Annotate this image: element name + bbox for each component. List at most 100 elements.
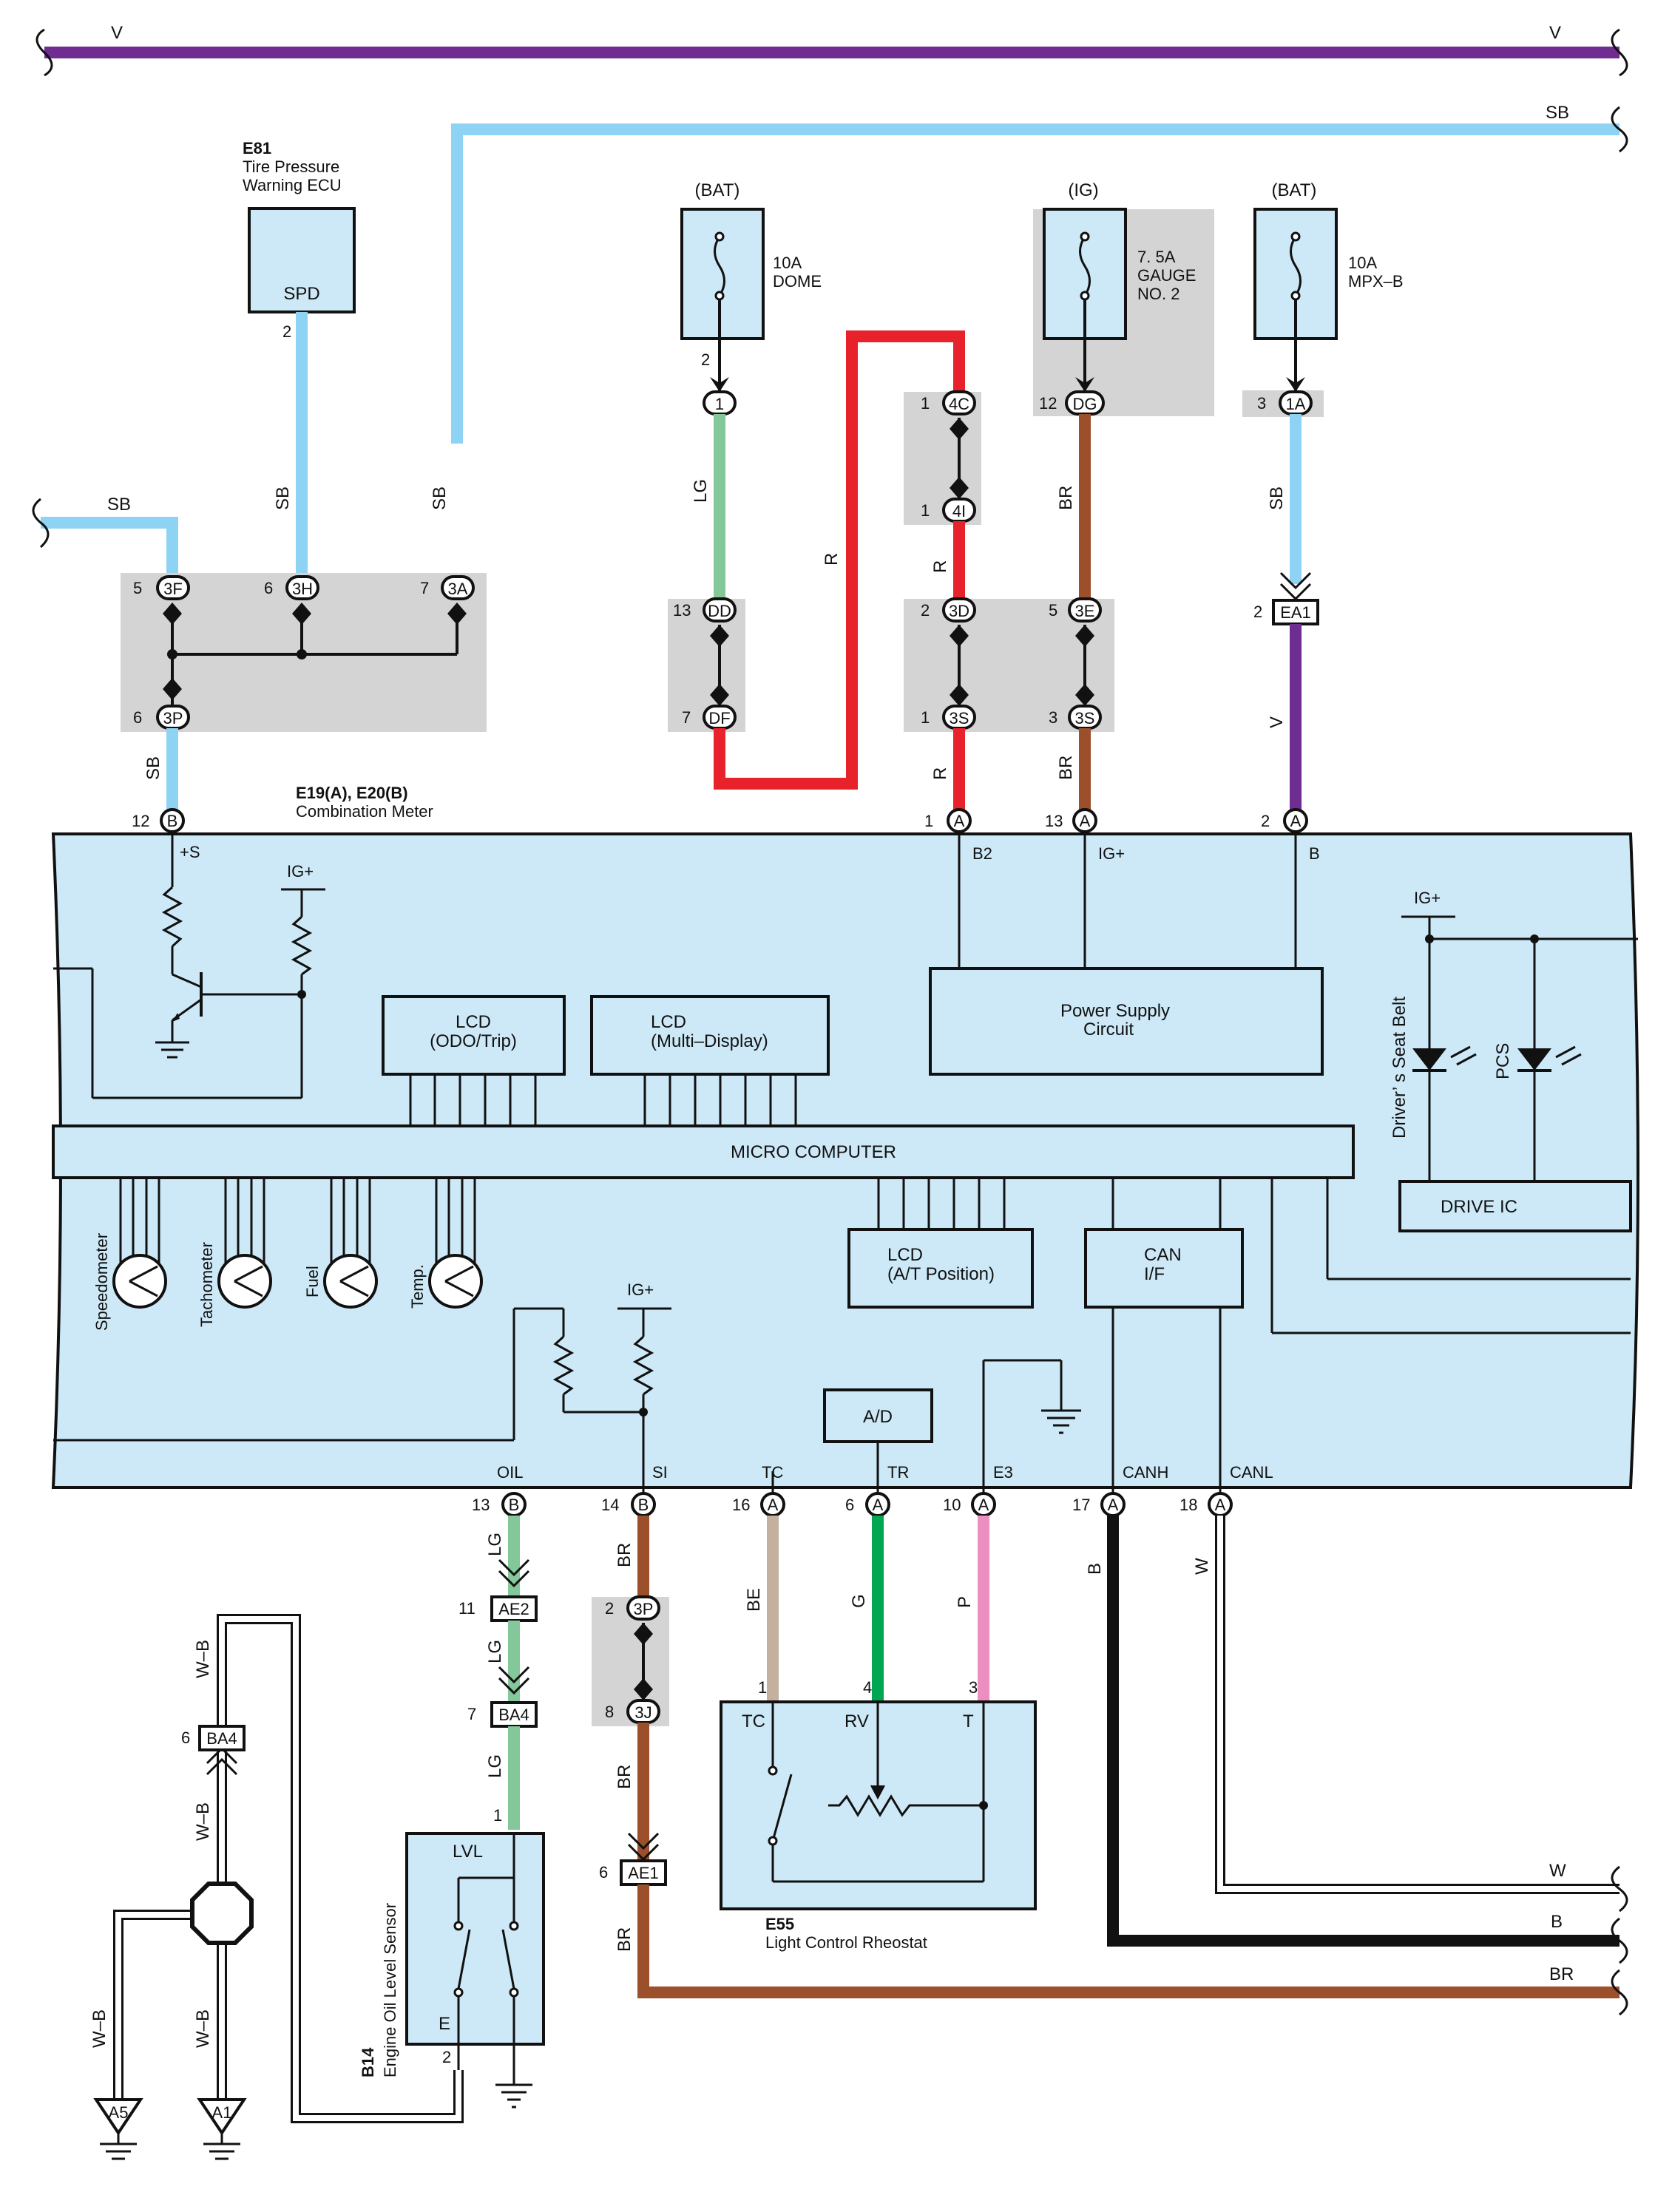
pin-a17: 17 <box>1072 1496 1090 1514</box>
ground-wiring: W–B W–B W–B W–B BA4 6 A5 A1 <box>89 1614 464 2160</box>
e55-code: E55 <box>765 1915 794 1933</box>
pin-3h: 6 <box>264 579 273 597</box>
g-label: G <box>849 1594 869 1608</box>
conn-a18: A <box>1215 1496 1226 1514</box>
pin-a6: 6 <box>845 1496 854 1514</box>
conn-3d: 3D <box>949 602 969 620</box>
term-b2: B2 <box>972 844 992 863</box>
conn-a13: A <box>1080 812 1091 830</box>
conn-3p: 3P <box>163 709 183 727</box>
sb-spd-label: SB <box>273 486 293 510</box>
pin-a13: 13 <box>1045 812 1063 830</box>
r-3s-label: R <box>930 767 950 780</box>
lcd-odo-line1: LCD <box>456 1012 491 1032</box>
fuse-dome-rating: 10A <box>773 254 802 272</box>
bottom-connectors: B 13 B 14 A 16 A 6 A 10 A 17 A 18 <box>472 1492 1233 1517</box>
fuse-gauge-name2: NO. 2 <box>1137 285 1179 303</box>
br-out-label: BR <box>1549 1964 1574 1984</box>
combination-meter: E19(A), E20(B) Combination Meter B 12 A … <box>51 784 1639 1504</box>
v-label-left: V <box>111 23 123 43</box>
pin-b13: 13 <box>472 1496 490 1514</box>
conn-ba4-gnd: BA4 <box>206 1729 237 1748</box>
tachometer-gauge: Tachometer <box>197 1242 272 1327</box>
conn-4c: 4C <box>949 395 969 413</box>
wb-label-3: W–B <box>89 2009 109 2048</box>
term-oil: OIL <box>497 1463 523 1482</box>
pin-lvl: 1 <box>493 1806 502 1825</box>
term-tr: TR <box>887 1463 909 1482</box>
power-supply-line1: Power Supply <box>1060 1001 1170 1021</box>
br-si-label-1: BR <box>615 1543 634 1567</box>
p-label: P <box>955 1596 975 1608</box>
conn-b12: B <box>167 812 178 830</box>
drive-ic: DRIVE IC <box>1441 1197 1517 1217</box>
seat-belt-led-label: Driver’ s Seat Belt <box>1390 997 1409 1139</box>
lcd-at-line1: LCD <box>887 1245 923 1265</box>
b14-lvl: LVL <box>453 1842 483 1862</box>
ground-a1: A1 <box>212 2103 232 2122</box>
term-si: SI <box>652 1463 668 1482</box>
temp-gauge: Temp. <box>408 1254 483 1309</box>
conn-b14: B <box>638 1496 649 1514</box>
wb-label-2: W–B <box>193 1802 213 1841</box>
speedometer-gauge: Speedometer <box>92 1233 167 1331</box>
pin-3a: 7 <box>420 579 429 597</box>
sb-bus-top: SB <box>451 103 1628 444</box>
pin-3p-si: 2 <box>605 1599 614 1618</box>
v-label-right: V <box>1549 23 1561 43</box>
ig-label-b: IG+ <box>1414 889 1441 907</box>
b14-engine-oil-level-sensor: LVL E 2 B14 Engine Oil Level Sensor <box>359 1832 545 2108</box>
conn-3s-2: 3S <box>1075 709 1095 727</box>
conn-3p-si: 3P <box>634 1600 654 1618</box>
pcs-led-label: PCS <box>1493 1043 1513 1079</box>
fuse-dome-name: DOME <box>773 272 822 291</box>
br-3s-label: BR <box>1056 756 1076 780</box>
conn-ae1: AE1 <box>628 1864 659 1882</box>
fuse-gauge: (IG) 7. 5A GAUGE NO. 2 <box>1033 180 1214 416</box>
pin-e: 2 <box>442 2048 451 2066</box>
pin-ea1: 2 <box>1253 603 1262 621</box>
e55-name: Light Control Rheostat <box>765 1933 927 1952</box>
pin-a2: 2 <box>1261 812 1270 830</box>
pin-a10: 10 <box>943 1496 961 1514</box>
e81-name2: Warning ECU <box>243 176 342 194</box>
e81-tire-pressure-ecu: E81 Tire Pressure Warning ECU SPD 2 <box>243 139 356 341</box>
pin-3s-1: 1 <box>921 708 930 727</box>
conn-1a: 1A <box>1286 395 1306 413</box>
pin-3s-2: 3 <box>1049 708 1057 727</box>
pin-df: 7 <box>682 708 691 727</box>
term-canl: CANL <box>1230 1463 1273 1482</box>
pin-3j: 8 <box>605 1703 614 1721</box>
pin-3e: 5 <box>1049 601 1057 620</box>
pin-dome: 2 <box>701 350 710 369</box>
wb-label-4: W–B <box>193 2009 213 2048</box>
conn-3f: 3F <box>163 580 183 598</box>
power-supply-line2: Circuit <box>1083 1020 1134 1039</box>
sb-3p-label: SB <box>143 756 163 780</box>
b14-name: Engine Oil Level Sensor <box>381 1903 399 2077</box>
b-out-label: B <box>1551 1912 1563 1932</box>
fuse-gauge-name1: GAUGE <box>1137 266 1196 285</box>
junction-block-left: 3F 3H 3A 3P 5 6 7 6 <box>121 573 487 732</box>
e81-name1: Tire Pressure <box>243 157 339 176</box>
pin-3d: 2 <box>921 601 930 620</box>
conn-a10: A <box>978 1496 989 1514</box>
e55-rv: RV <box>845 1711 869 1731</box>
sb-left-label: SB <box>107 495 131 515</box>
conn-3s-1: 3S <box>950 709 969 727</box>
sb-mpx-label: SB <box>1267 486 1287 510</box>
pin-be: 1 <box>758 1678 767 1697</box>
conn-dd: DD <box>708 602 731 620</box>
micro-computer: MICRO COMPUTER <box>731 1142 896 1162</box>
r-4i-label: R <box>930 560 950 573</box>
fuse-gauge-source: (IG) <box>1068 180 1098 200</box>
conn-3a: 3A <box>448 580 468 598</box>
gauge-tachometer: Tachometer <box>197 1242 216 1327</box>
pin-a18: 18 <box>1179 1496 1197 1514</box>
v-bus: V V <box>35 23 1628 77</box>
pin-a1: 1 <box>924 812 933 830</box>
lg-oil-label-3: LG <box>485 1754 505 1778</box>
conn-a1: A <box>954 812 965 830</box>
conn-b13: B <box>509 1496 520 1514</box>
pin-3p: 6 <box>133 708 142 727</box>
